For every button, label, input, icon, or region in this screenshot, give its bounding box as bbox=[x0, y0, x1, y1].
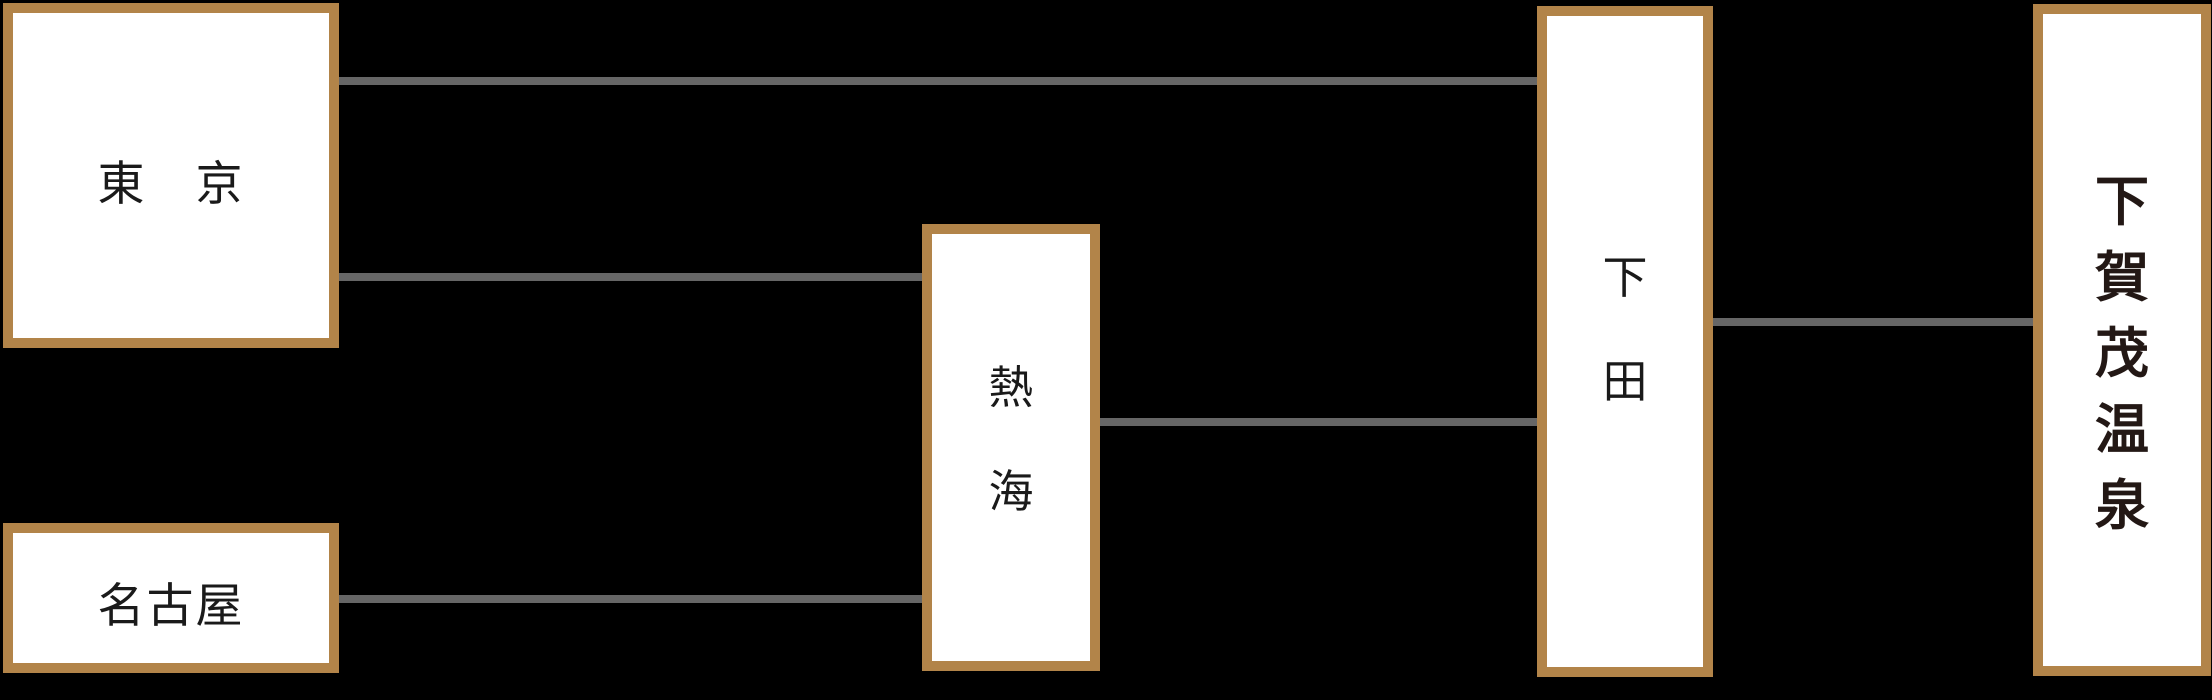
node-atami: 熱海 bbox=[922, 224, 1100, 671]
edge-shimoda-shimogamo bbox=[1713, 318, 2033, 326]
edge-tokyo-shimoda bbox=[339, 77, 1537, 85]
edge-atami-shimoda bbox=[1100, 418, 1537, 426]
node-tokyo-label: 東 京 bbox=[97, 157, 245, 210]
node-tokyo: 東 京 bbox=[3, 3, 339, 348]
node-shimoda-label: 下田 bbox=[1602, 252, 1648, 407]
edge-nagoya-atami bbox=[339, 595, 922, 603]
node-nagoya: 名古屋 bbox=[3, 523, 339, 673]
node-shimogamo-onsen-label: 下賀茂温泉 bbox=[2095, 172, 2149, 536]
node-atami-label: 熱海 bbox=[988, 362, 1034, 517]
node-shimogamo-onsen: 下賀茂温泉 bbox=[2033, 4, 2211, 676]
edge-tokyo-atami bbox=[339, 273, 922, 281]
node-shimoda: 下田 bbox=[1537, 6, 1713, 677]
node-nagoya-label: 名古屋 bbox=[97, 578, 245, 632]
